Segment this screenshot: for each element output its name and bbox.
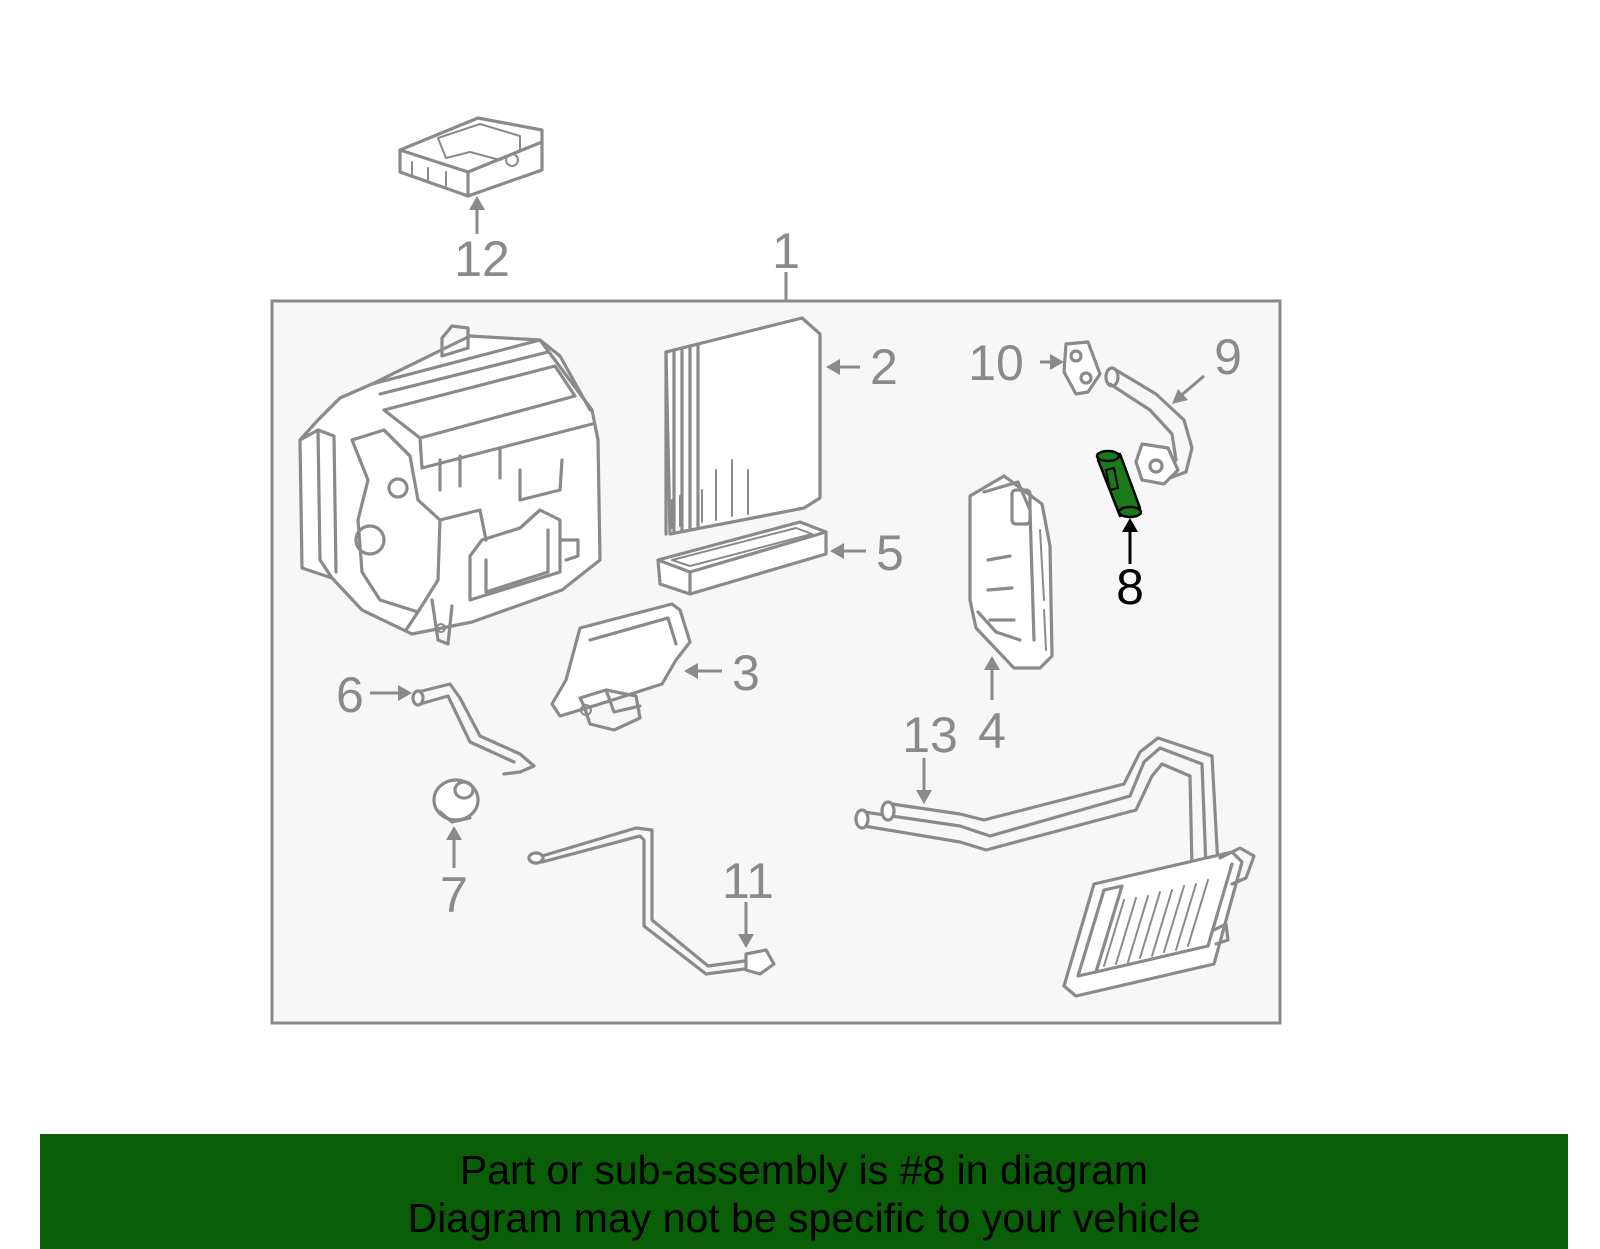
part-9-tube: [1104, 366, 1194, 486]
callout-8: 8: [1116, 559, 1144, 615]
part-1-heater-housing: [298, 324, 602, 646]
callout-9: 9: [1214, 329, 1242, 385]
callout-7: 7: [440, 867, 468, 923]
banner-line-1: Part or sub-assembly is #8 in diagram: [459, 1147, 1149, 1193]
part-13-tubes: [854, 736, 1220, 870]
part-12-module: [398, 116, 544, 198]
part-7-grommet: [432, 778, 480, 824]
info-banner: Part or sub-assembly is #8 in diagram Di…: [40, 1134, 1568, 1249]
part-8-highlighted: [1095, 449, 1143, 519]
callout-6: 6: [336, 667, 364, 723]
banner-line-2: Diagram may not be specific to your vehi…: [407, 1195, 1201, 1241]
callout-10: 10: [968, 335, 1024, 391]
part-6-hose: [411, 682, 536, 776]
part-4-case-panel: [968, 474, 1054, 670]
part-2-evaporator: [664, 316, 822, 536]
callout-3: 3: [732, 645, 760, 701]
callout-13: 13: [902, 707, 958, 763]
callout-11: 11: [722, 853, 774, 909]
part-13-heater-core: [1062, 846, 1256, 998]
callout-12: 12: [454, 231, 510, 287]
callout-1: 1: [772, 223, 800, 279]
part-11-sensor: [527, 826, 776, 976]
part-5-filter: [656, 520, 828, 596]
callout-2: 2: [870, 339, 898, 395]
callout-5: 5: [876, 525, 904, 581]
part-3-cover: [550, 602, 692, 732]
part-10-gasket: [1062, 340, 1102, 396]
callout-4: 4: [978, 703, 1006, 759]
